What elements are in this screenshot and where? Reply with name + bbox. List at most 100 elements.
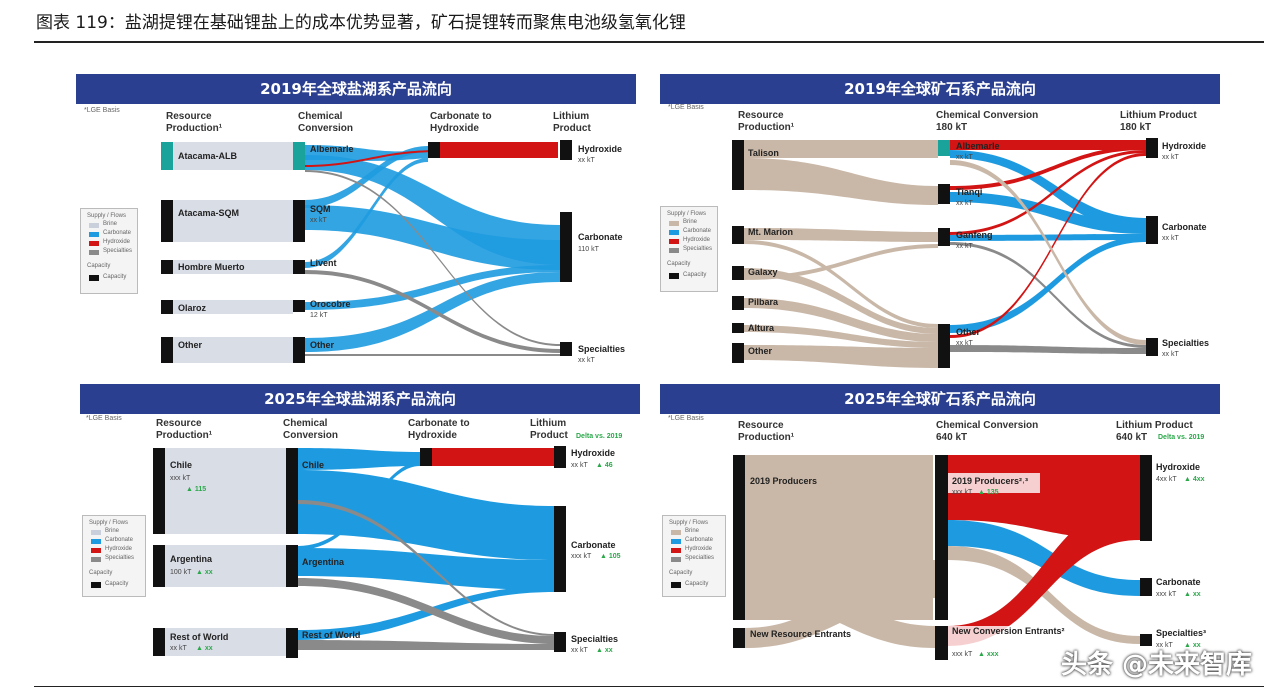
legend-label: Hydroxide: [683, 237, 711, 243]
label-2019-producers-conversion: 2019 Producers²˒³: [952, 476, 1028, 486]
label-argentina-delta: ▲ xx: [196, 569, 213, 576]
source-box: [153, 448, 288, 534]
panel-ore-2025-source: *LGE Basis: [668, 415, 704, 422]
legend-swatch-carbonate: [89, 232, 99, 237]
label-specialties: Specialties: [1162, 338, 1209, 348]
col-carbonate-to-hydroxide: Carbonate to Hydroxide: [408, 418, 470, 441]
legend-label: Brine: [683, 219, 698, 225]
node-other: [161, 337, 173, 363]
label-rest-of-world-conversion: Rest of World: [302, 630, 360, 640]
flow-carbonate: [305, 265, 560, 310]
label-hydroxide-value: 4xx kT: [1156, 476, 1177, 483]
label-altura: Altura: [748, 323, 775, 333]
label-sqm-value: xx kT: [310, 217, 327, 224]
node-2019-producers-conversion: [935, 455, 948, 620]
legend-swatch-specialties: [669, 248, 679, 253]
flow-specialties: [305, 270, 560, 353]
label-orocobre: Orocobre: [310, 299, 351, 309]
label-ganfeng: Ganfeng: [956, 230, 993, 240]
label-carbonate-delta: ▲ xx: [1184, 591, 1201, 598]
source-box: [161, 200, 293, 242]
label-chile: Chile: [170, 460, 192, 470]
node-new-conversion-entrants: [935, 626, 948, 660]
node-altura: [732, 323, 744, 333]
node-carbonate: [1140, 578, 1152, 596]
bottom-rule: [34, 686, 1264, 687]
sankey-ore-2019: Talison Mt. Marion Galaxy Pilbara Altura…: [732, 138, 1209, 368]
label-2019-producers: 2019 Producers: [750, 476, 817, 486]
flow-specialties: [298, 578, 555, 644]
source-box: [161, 337, 293, 363]
figure-title: 图表 119：盐湖提锂在基础锂盐上的成本优势显著，矿石提锂转而聚焦电池级氢氧化锂: [36, 13, 686, 33]
legend-heading: Capacity: [87, 263, 111, 269]
flow-ore: [744, 140, 938, 158]
node-carb-to-hydroxide: [428, 142, 440, 158]
label-atacama-sqm: Atacama-SQM: [178, 208, 239, 218]
legend-swatch-hydroxide: [91, 548, 101, 553]
source-box: [161, 260, 293, 274]
label-argentina-value: 100 kT: [170, 569, 192, 576]
col-chemical-conversion: Chemical Conversion: [298, 111, 354, 134]
node-carbonate: [560, 212, 572, 282]
legend-label: Specialties: [683, 246, 713, 252]
node-rest-of-world-conversion: [286, 628, 298, 658]
label-albemarle: Albemarle: [310, 144, 354, 154]
col-lithium-product: Lithium Product 640 kT: [1116, 420, 1193, 443]
label-galaxy: Galaxy: [748, 267, 778, 277]
label-bg: [948, 473, 1040, 493]
flow-carbonate: [950, 234, 1146, 241]
flow-hydroxide: [950, 146, 1146, 190]
label-pilbara: Pilbara: [748, 297, 779, 307]
col-chemical-conversion: Chemical Conversion: [283, 418, 339, 441]
col-carbonate-to-hydroxide: Carbonate to Hydroxide: [430, 111, 492, 134]
source-box: [161, 142, 293, 170]
legend-label: Carbonate: [685, 537, 714, 543]
legend-label: Carbonate: [683, 228, 712, 234]
flow-carbonate: [298, 548, 555, 590]
node-hombre-muerto: [161, 260, 173, 274]
label-atacama-alb: Atacama-ALB: [178, 151, 238, 161]
label-specialties-delta: ▲ xx: [596, 647, 613, 654]
label-carbonate: Carbonate: [578, 232, 623, 242]
node-talison: [732, 140, 744, 190]
label-specialties: Specialties: [578, 344, 625, 354]
label-specialties-value: xx kT: [1162, 351, 1179, 358]
node-orocobre: [293, 300, 305, 312]
node-ganfeng: [938, 228, 950, 246]
node-2019-producers: [733, 455, 745, 620]
legend-swatch-brine: [91, 530, 101, 535]
flow-carbonate: [298, 470, 555, 560]
panel-ore-2019-source: *LGE Basis: [668, 104, 704, 111]
label-2019-producers-conversion-delta: ▲ 135: [978, 489, 999, 496]
legend-heading: Capacity: [89, 570, 113, 576]
panel-ore-2025-title: 2025年全球矿石系产品流向: [660, 384, 1220, 414]
col-lithium-product: Lithium Product: [530, 418, 568, 441]
legend-swatch-ore: [669, 221, 679, 226]
label-other: Other: [178, 340, 203, 350]
flow-ore: [744, 158, 938, 205]
legend-label: Capacity: [685, 581, 709, 587]
legend-label: Capacity: [103, 274, 127, 280]
label-carbonate-delta: ▲ 105: [600, 553, 621, 560]
panel-brine-2019-title: 2019年全球盐湖系产品流向: [76, 74, 636, 104]
label-olaroz: Olaroz: [178, 303, 207, 313]
label-new-resource-entrants: New Resource Entrants: [750, 629, 851, 639]
legend-swatch-specialties: [91, 557, 101, 562]
label-carbonate-value: 110 kT: [578, 246, 600, 253]
label-orocobre-value: 12 kT: [310, 312, 328, 319]
legend-swatch-specialties: [89, 250, 99, 255]
label-talison: Talison: [748, 148, 779, 158]
label-argentina: Argentina: [170, 554, 213, 564]
legend-swatch-capacity: [89, 275, 99, 281]
label-mt-marion: Mt. Marion: [748, 227, 793, 237]
label-hydroxide-delta: ▲ 4xx: [1184, 476, 1205, 483]
node-albemarle: [293, 142, 305, 170]
flow-specialties-ore: [948, 546, 1140, 644]
node-other-conversion: [293, 337, 305, 363]
node-rest-of-world: [153, 628, 165, 656]
legend-heading: Supply / Flows: [669, 520, 709, 526]
label-hydroxide: Hydroxide: [1162, 141, 1206, 151]
legend-label: Capacity: [105, 581, 129, 587]
flow-specialties: [298, 640, 555, 650]
legend-swatch-hydroxide: [89, 241, 99, 246]
